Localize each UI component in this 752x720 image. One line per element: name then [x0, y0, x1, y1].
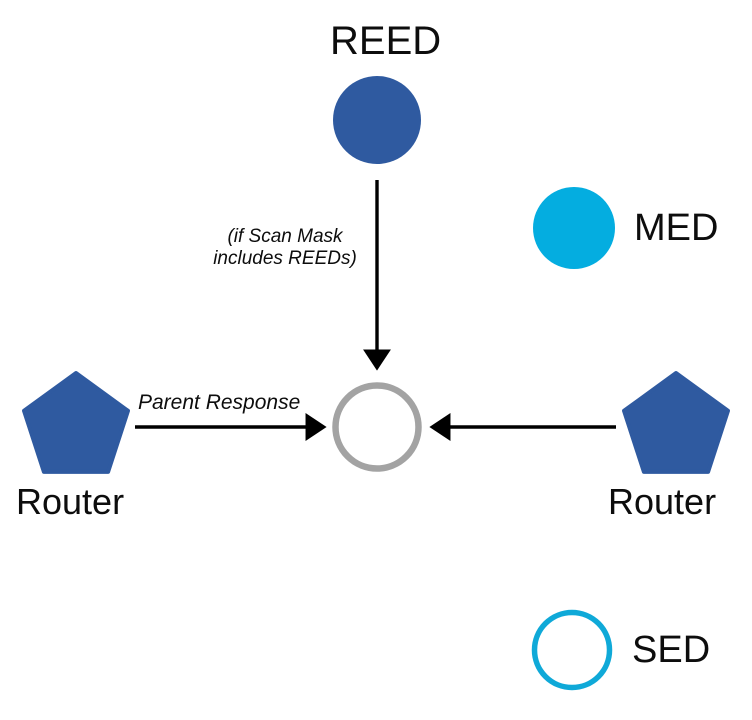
- node-center-circle[interactable]: [332, 382, 422, 472]
- node-label-med: MED: [634, 207, 719, 249]
- node-sed-circle[interactable]: [531, 609, 613, 691]
- edge-label-scan-mask-line-1: (if Scan Mask: [227, 226, 343, 247]
- node-label-sed: SED: [632, 629, 711, 671]
- node-label-reed: REED: [330, 19, 442, 63]
- edge-label-parent-response: Parent Response: [138, 391, 301, 414]
- node-router-left-pentagon[interactable]: [22, 371, 130, 474]
- node-label-router-right: Router: [608, 481, 717, 522]
- node-label-router-left: Router: [16, 481, 125, 522]
- node-router-right-pentagon[interactable]: [622, 371, 730, 474]
- edge-label-scan-mask-line-2: includes REEDs): [213, 248, 357, 270]
- node-reed-circle[interactable]: [333, 76, 421, 164]
- node-med-circle[interactable]: [533, 187, 615, 269]
- edge-label-scan-mask: (if Scan Mask includes REEDs): [199, 226, 371, 271]
